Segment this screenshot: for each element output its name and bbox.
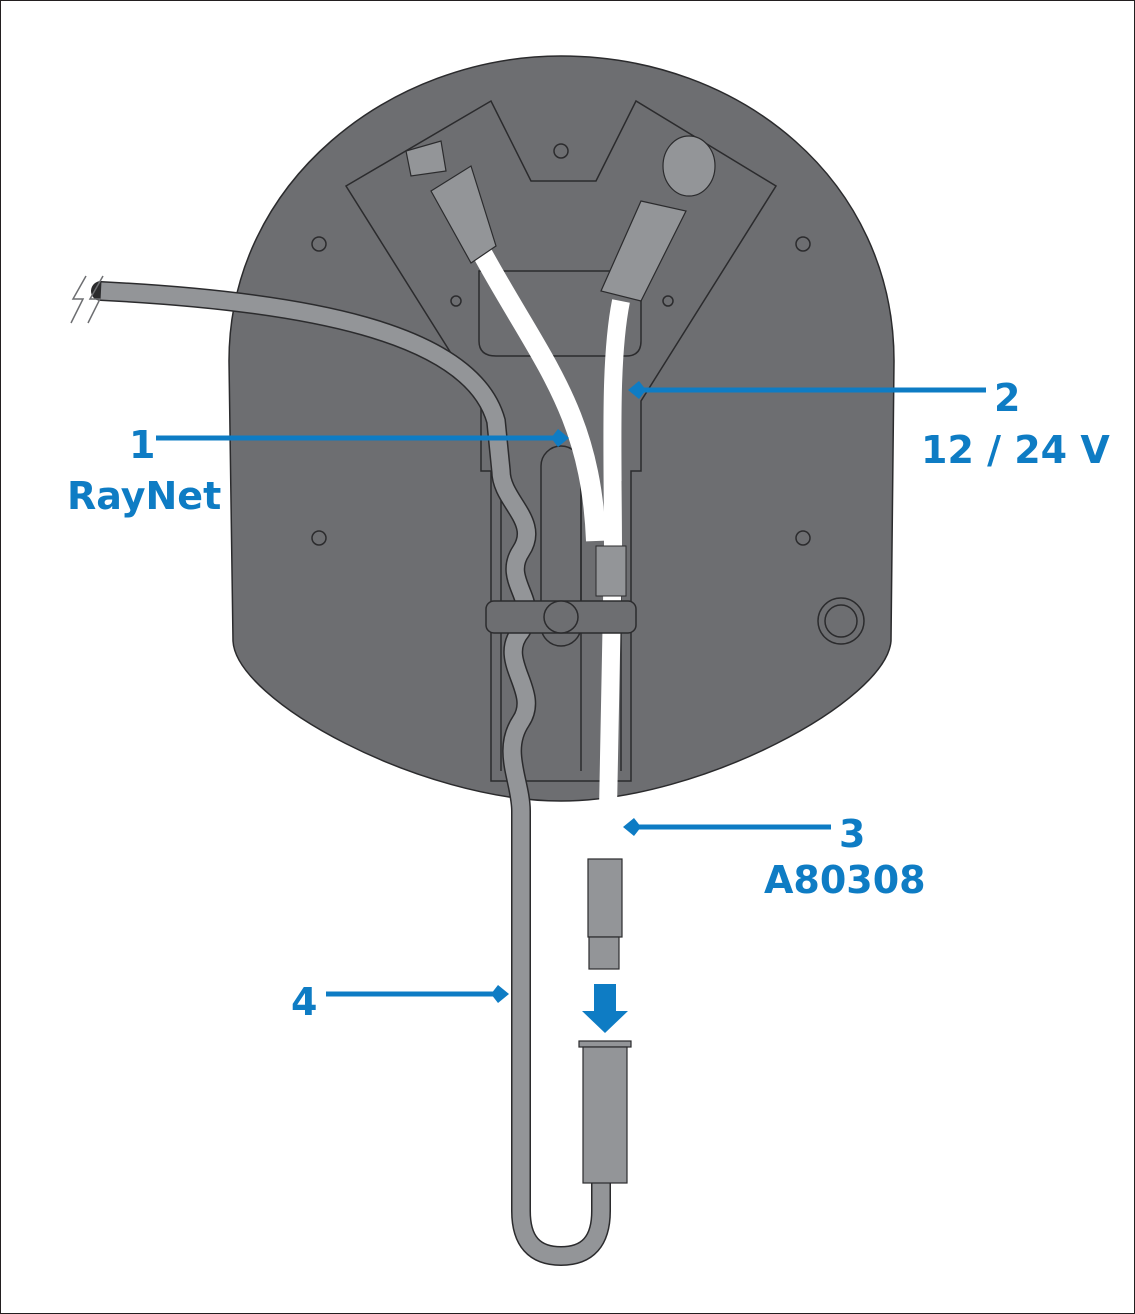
cable-2-power bbox=[598, 299, 630, 862]
callout-3-label: A80308 bbox=[764, 858, 926, 902]
callout-3-number: 3 bbox=[839, 812, 866, 856]
screw-hole bbox=[795, 530, 811, 546]
screw-hole bbox=[795, 236, 811, 252]
callout-1-number: 1 bbox=[129, 423, 156, 467]
callout-2-label: 12 / 24 V bbox=[921, 428, 1110, 472]
callout-1-label: RayNet bbox=[67, 474, 222, 518]
screw-hole bbox=[311, 236, 327, 252]
connect-arrow-icon bbox=[582, 984, 628, 1033]
cable-1-raynet bbox=[472, 246, 606, 542]
socket-connector bbox=[582, 1046, 628, 1184]
callout-2-number: 2 bbox=[994, 376, 1021, 420]
a80308-plug bbox=[587, 858, 623, 938]
callout-4-number: 4 bbox=[291, 980, 318, 1024]
screw-hole bbox=[553, 143, 569, 159]
screw-hole bbox=[311, 530, 327, 546]
raynet-connector bbox=[430, 165, 497, 264]
power-connector bbox=[600, 200, 687, 302]
cable-break-icon bbox=[70, 275, 104, 324]
